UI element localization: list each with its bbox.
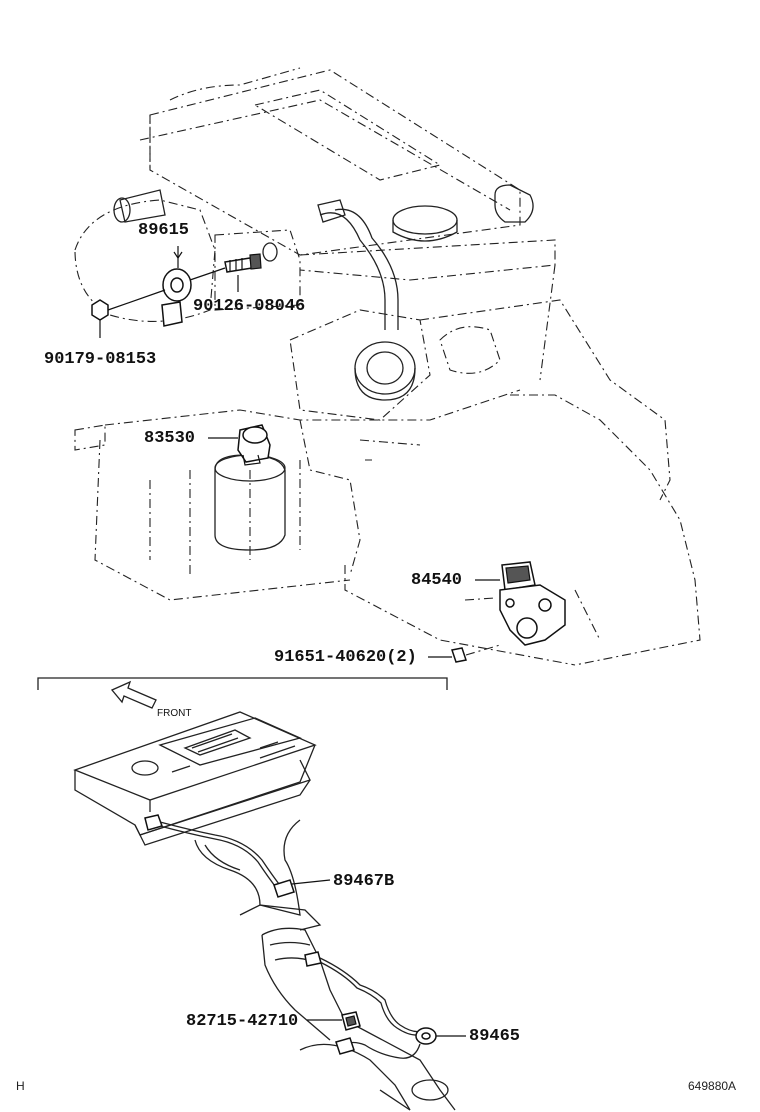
nut-part	[91, 289, 166, 338]
neutral-switch-part	[464, 561, 566, 646]
knock-sensor-part	[161, 246, 192, 327]
exhaust-assembly-outline	[73, 711, 456, 1111]
diagram-code: 649880A	[688, 1079, 737, 1093]
front-arrow-icon	[110, 680, 157, 709]
engine-block-outline	[74, 67, 701, 666]
front-label: FRONT	[157, 708, 192, 719]
section-divider	[37, 677, 448, 690]
label-90179-08153: 90179-08153	[44, 350, 157, 369]
clamp-part	[307, 1011, 361, 1031]
label-89467b: 89467B	[333, 872, 395, 891]
oxygen-sensor-upstream-part	[144, 814, 331, 898]
label-89615: 89615	[138, 221, 190, 240]
oxygen-sensor-downstream-part	[304, 951, 466, 1059]
label-90126-08046: 90126-08046	[193, 297, 306, 316]
label-84540: 84540	[411, 571, 463, 590]
label-82715-42710: 82715-42710	[186, 1012, 299, 1031]
oil-pressure-switch-part	[208, 424, 271, 466]
label-91651-40620: 91651-40620(2)	[274, 648, 417, 667]
bolt-part	[428, 644, 501, 663]
label-89465: 89465	[469, 1027, 521, 1046]
label-83530: 83530	[144, 429, 196, 448]
corner-mark: H	[16, 1079, 25, 1093]
stud-bolt-part	[189, 253, 262, 292]
